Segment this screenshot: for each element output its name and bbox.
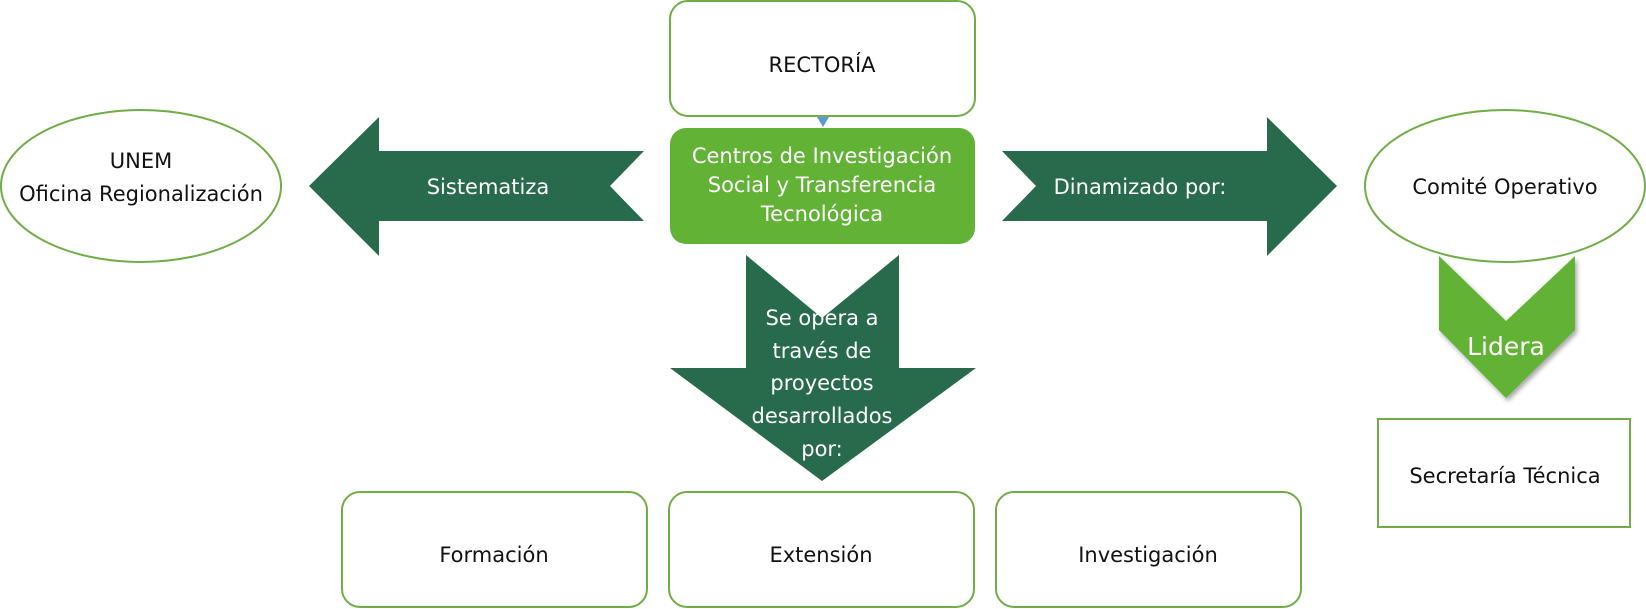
node-extension[interactable]: Extensión xyxy=(668,491,975,608)
arrow-sistematiza: Sistematiza xyxy=(309,117,644,256)
node-investigacion[interactable]: Investigación xyxy=(995,491,1302,608)
formacion-label: Formación xyxy=(439,543,548,567)
node-rectoria[interactable]: RECTORÍA xyxy=(669,0,976,117)
arrow-se-opera: Se opera a través de proyectos desarroll… xyxy=(670,255,976,481)
se-opera-line1: Se opera a xyxy=(765,306,878,330)
unem-label-line1: UNEM xyxy=(110,149,172,173)
left-arrow-icon xyxy=(309,117,644,256)
centros-label-line2: Social y Transferencia xyxy=(708,173,937,197)
node-comite[interactable]: Comité Operativo xyxy=(1364,109,1646,263)
node-secretaria[interactable]: Secretaría Técnica xyxy=(1377,418,1631,528)
down-arrow-icon xyxy=(670,255,976,481)
centros-label-line3: Tecnológica xyxy=(760,202,883,226)
se-opera-line3: proyectos xyxy=(770,371,873,395)
comite-label: Comité Operativo xyxy=(1412,175,1597,199)
node-centros[interactable]: Centros de Investigación Social y Transf… xyxy=(670,128,975,244)
centros-label-line1: Centros de Investigación xyxy=(692,144,952,168)
right-arrow-icon xyxy=(1002,117,1337,256)
se-opera-line2: través de xyxy=(773,339,872,363)
se-opera-line5: por: xyxy=(801,437,843,461)
chevron-down-icon xyxy=(1439,256,1575,398)
dinamizado-label: Dinamizado por: xyxy=(1054,175,1227,199)
unem-label-line2: Oficina Regionalización xyxy=(19,182,263,206)
se-opera-line4: desarrollados xyxy=(751,404,892,428)
lidera-label: Lidera xyxy=(1467,332,1545,361)
rectoria-label: RECTORÍA xyxy=(768,52,876,77)
sistematiza-label: Sistematiza xyxy=(427,175,550,199)
investigacion-label: Investigación xyxy=(1078,543,1218,567)
extension-label: Extensión xyxy=(769,543,872,567)
secretaria-label: Secretaría Técnica xyxy=(1409,464,1600,488)
node-formacion[interactable]: Formación xyxy=(341,491,648,608)
arrow-dinamizado: Dinamizado por: xyxy=(1002,117,1337,256)
node-unem[interactable]: UNEM Oficina Regionalización xyxy=(0,109,282,263)
connector-arrow-icon xyxy=(817,117,829,127)
arrow-lidera: Lidera xyxy=(1439,256,1575,398)
